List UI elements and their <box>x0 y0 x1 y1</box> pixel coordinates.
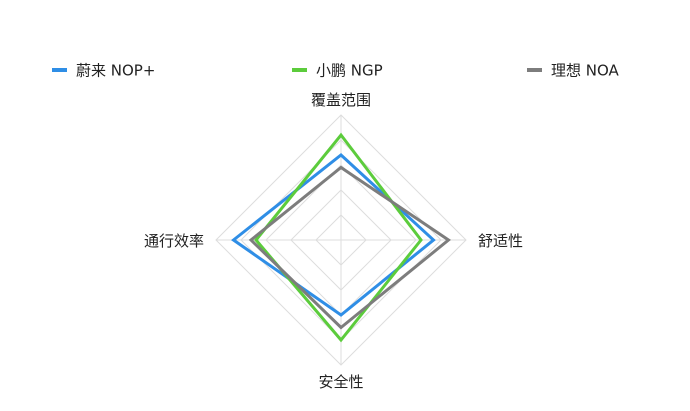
series-polygon-0 <box>230 153 436 317</box>
legend-label-2: 理想 NOA <box>551 62 620 80</box>
legend: 蔚来 NOP+ 小鹏 NGP 理想 NOA <box>52 62 620 80</box>
axis-label-1: 舒适性 <box>478 232 523 250</box>
axis-label-0: 覆盖范围 <box>311 91 371 109</box>
axis-label-3: 通行效率 <box>144 232 204 250</box>
legend-label-0: 蔚来 NOP+ <box>76 62 155 80</box>
radar-series <box>230 132 452 343</box>
axis-label-2: 安全性 <box>318 373 363 391</box>
legend-label-1: 小鹏 NGP <box>316 62 383 80</box>
series-polygon-2 <box>248 165 452 330</box>
